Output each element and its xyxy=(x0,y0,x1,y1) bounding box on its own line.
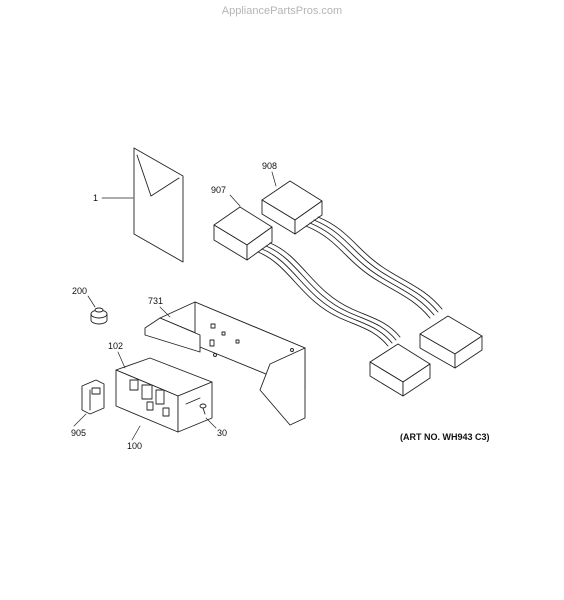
wire-harness-908 xyxy=(261,171,483,369)
manual-document-part xyxy=(101,147,184,263)
control-board-part xyxy=(115,351,213,441)
callout-731: 731 xyxy=(148,296,163,306)
callout-905: 905 xyxy=(71,428,86,438)
switch-part xyxy=(73,379,105,427)
art-number: (ART NO. WH943 C3) xyxy=(400,432,490,442)
callout-1: 1 xyxy=(93,193,98,203)
callout-100: 100 xyxy=(127,441,142,451)
callout-102: 102 xyxy=(108,341,123,351)
wire-harness-907 xyxy=(213,194,431,397)
callout-908: 908 xyxy=(262,161,277,171)
watermark-text: AppliancePartsPros.com xyxy=(221,5,343,17)
callout-30: 30 xyxy=(217,428,227,438)
knob-part xyxy=(87,295,108,325)
screw-part xyxy=(199,403,217,429)
callout-200: 200 xyxy=(72,286,87,296)
callout-907: 907 xyxy=(211,185,226,195)
control-housing-part xyxy=(144,301,306,426)
